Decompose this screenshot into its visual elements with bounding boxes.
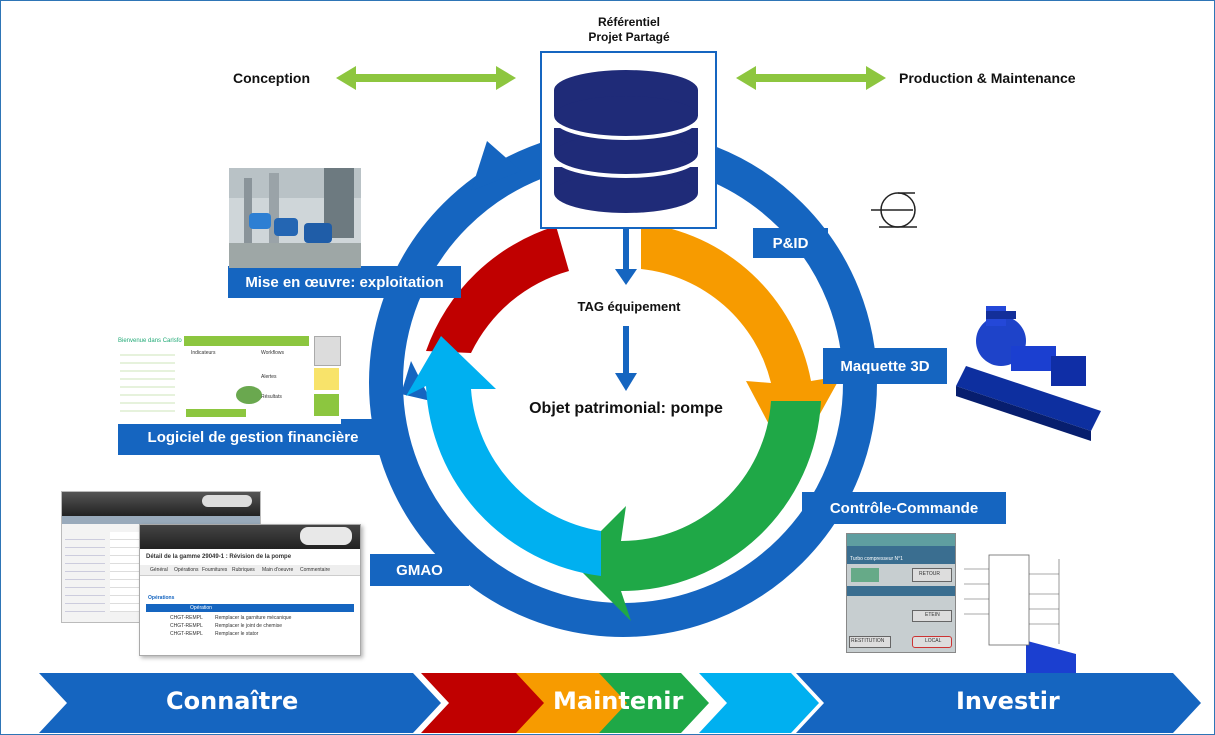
- carl-tab-fournitures: Fournitures: [202, 567, 228, 573]
- repository-title: Référentiel Projet Partagé: [549, 15, 709, 45]
- carl-row-code: CHGT-REMPL: [170, 631, 203, 637]
- fin-item-resultats: Résultats: [261, 394, 282, 400]
- scada-screen: Turbo compresseur N°1 RETOUR ETEIN LOCAL…: [846, 533, 956, 653]
- carl-column-header: Opération: [190, 605, 212, 611]
- fin-item-alertes: Alertes: [261, 374, 277, 380]
- gmao-label: GMAO: [370, 554, 469, 586]
- chevron-investir: [796, 673, 1201, 733]
- logic-diagram: [964, 554, 1060, 646]
- chevron-orange: [516, 673, 634, 733]
- light-blue-arc: [406, 336, 601, 576]
- scada-restitution: RESTITUTION: [851, 638, 885, 644]
- pid-pump-symbol: [871, 192, 917, 228]
- fin-item-workflows: Workflows: [261, 350, 284, 356]
- tag-down-arrow: [615, 228, 637, 285]
- mise-en-oeuvre-label: Mise en œuvre: exploitation: [228, 266, 461, 298]
- chevron-lightblue: [699, 673, 819, 733]
- carl-title: Détail de la gamme 29049-1 : Révision de…: [146, 554, 292, 560]
- conception-arrow: [336, 66, 516, 90]
- carl-row-code: CHGT-REMPL: [170, 615, 203, 621]
- pump-room-photo: [229, 168, 361, 268]
- repository-line1: Référentiel: [597, 15, 661, 29]
- production-label: Production & Maintenance: [899, 70, 1076, 86]
- financial-software-screen: Bienvenue dans Carlsfo Indicateurs Workf…: [116, 334, 341, 424]
- pid-label: P&ID: [753, 228, 828, 258]
- object-label: Objet patrimonial: pompe: [529, 400, 723, 417]
- carl-row-op: Remplacer le stator: [215, 631, 259, 637]
- chevron-green: [599, 673, 709, 733]
- carl-row-op: Remplacer la garniture mécanique: [215, 615, 292, 621]
- carl-tab-main-oeuvre: Main d'oeuvre: [262, 567, 294, 573]
- maquette-label: Maquette 3D: [823, 348, 947, 384]
- outer-ring-arrowhead: [471, 141, 521, 191]
- maintenir-text: Maintenir: [553, 687, 684, 715]
- controle-label: Contrôle-Commande: [802, 492, 1006, 524]
- repository-line2: Projet Partagé: [588, 30, 670, 44]
- production-arrow: [736, 66, 886, 90]
- red-arc: [426, 226, 569, 353]
- carl-tab-rubriques: Rubriques: [232, 567, 255, 573]
- gmao-front-screen: Détail de la gamme 29049-1 : Révision de…: [139, 524, 361, 656]
- object-down-arrow: [615, 326, 637, 391]
- fin-item-indicateurs: Indicateurs: [191, 350, 216, 356]
- carl-tab-operations: Opérations: [174, 567, 199, 573]
- logiciel-label: Logiciel de gestion financière: [118, 419, 388, 455]
- green-arc: [571, 401, 821, 621]
- conception-label: Conception: [233, 70, 310, 86]
- investir-text: Investir: [956, 687, 1060, 715]
- scada-retour: RETOUR: [919, 571, 941, 577]
- carl-row-code: CHGT-REMPL: [170, 623, 203, 629]
- carl-tab-commentaire: Commentaire: [300, 567, 331, 573]
- carl-tab-general: Général: [150, 567, 168, 573]
- fin-heading: Bienvenue dans Carlsfo: [118, 338, 182, 344]
- chevron-red: [421, 673, 549, 733]
- pump-3d-model: [956, 306, 1101, 695]
- chevron-connaitre: [39, 673, 441, 733]
- scada-etein: ETEIN: [925, 612, 940, 618]
- scada-title: Turbo compresseur N°1: [850, 556, 903, 562]
- database-icon: [554, 70, 698, 213]
- connaitre-text: Connaître: [166, 687, 299, 715]
- tag-equipement-label: TAG équipement: [577, 299, 681, 314]
- scada-local: LOCAL: [925, 638, 942, 644]
- carl-row-op: Remplacer le joint de chemise: [215, 623, 282, 629]
- carl-section: Opérations: [148, 595, 175, 601]
